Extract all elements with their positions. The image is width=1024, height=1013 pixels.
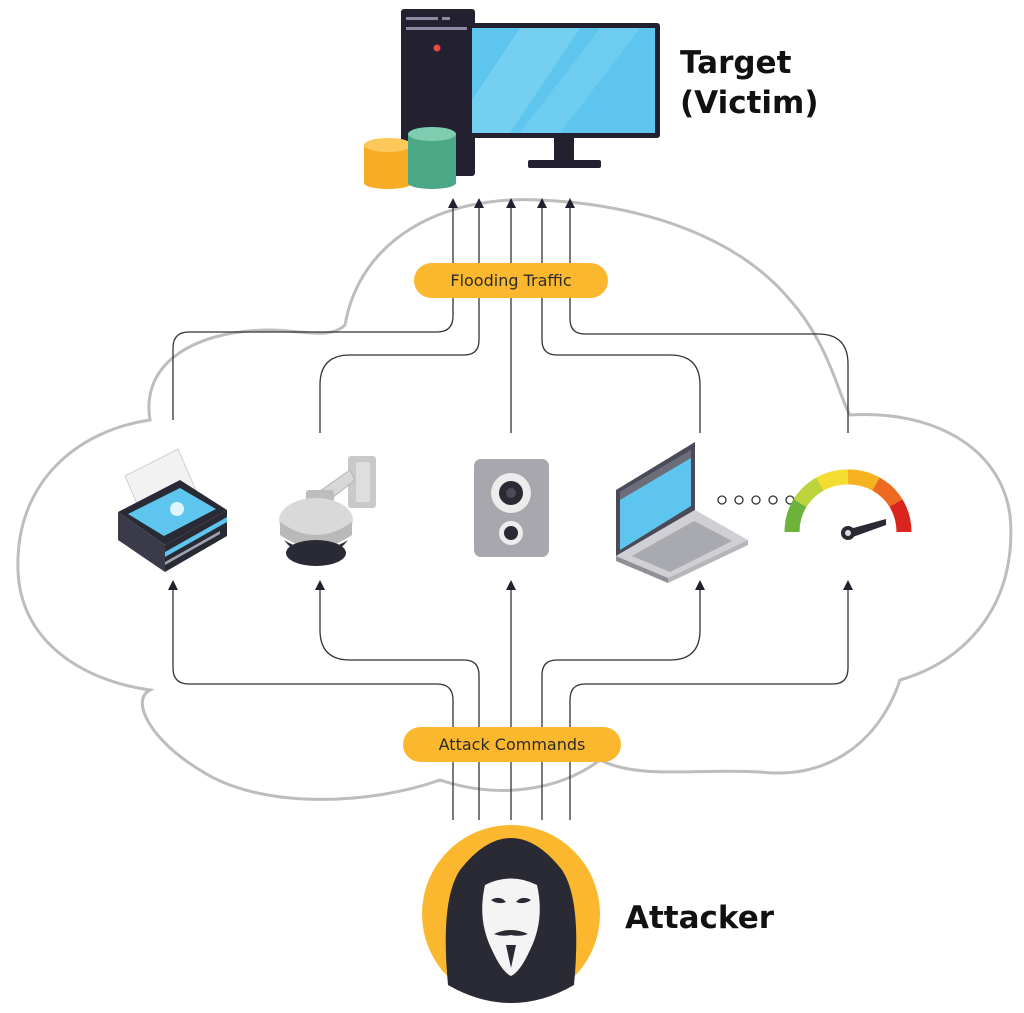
connection-dots — [717, 495, 795, 505]
target-label: Target (Victim) — [680, 45, 819, 121]
target-label-line1: Target — [680, 45, 792, 81]
flooding-traffic-label: Flooding Traffic — [450, 271, 571, 290]
security-camera-icon — [279, 456, 376, 566]
attacker-label: Attacker — [625, 900, 775, 936]
attack-command-lines — [168, 580, 853, 820]
speedometer-gauge-icon — [784, 469, 912, 540]
attack-commands-label: Attack Commands — [439, 735, 586, 754]
flooding-traffic-lines — [172, 198, 849, 433]
flooding-traffic-pill: Flooding Traffic — [414, 263, 608, 298]
target-label-line2: (Victim) — [680, 85, 819, 121]
botnet-cloud-outline — [16, 198, 1013, 801]
attack-commands-pill: Attack Commands — [403, 727, 621, 762]
printer-icon — [118, 448, 227, 572]
laptop-icon — [616, 442, 748, 583]
speaker-icon — [474, 459, 549, 557]
hooded-attacker-mask-icon — [422, 825, 600, 1003]
database-icon — [364, 127, 456, 189]
